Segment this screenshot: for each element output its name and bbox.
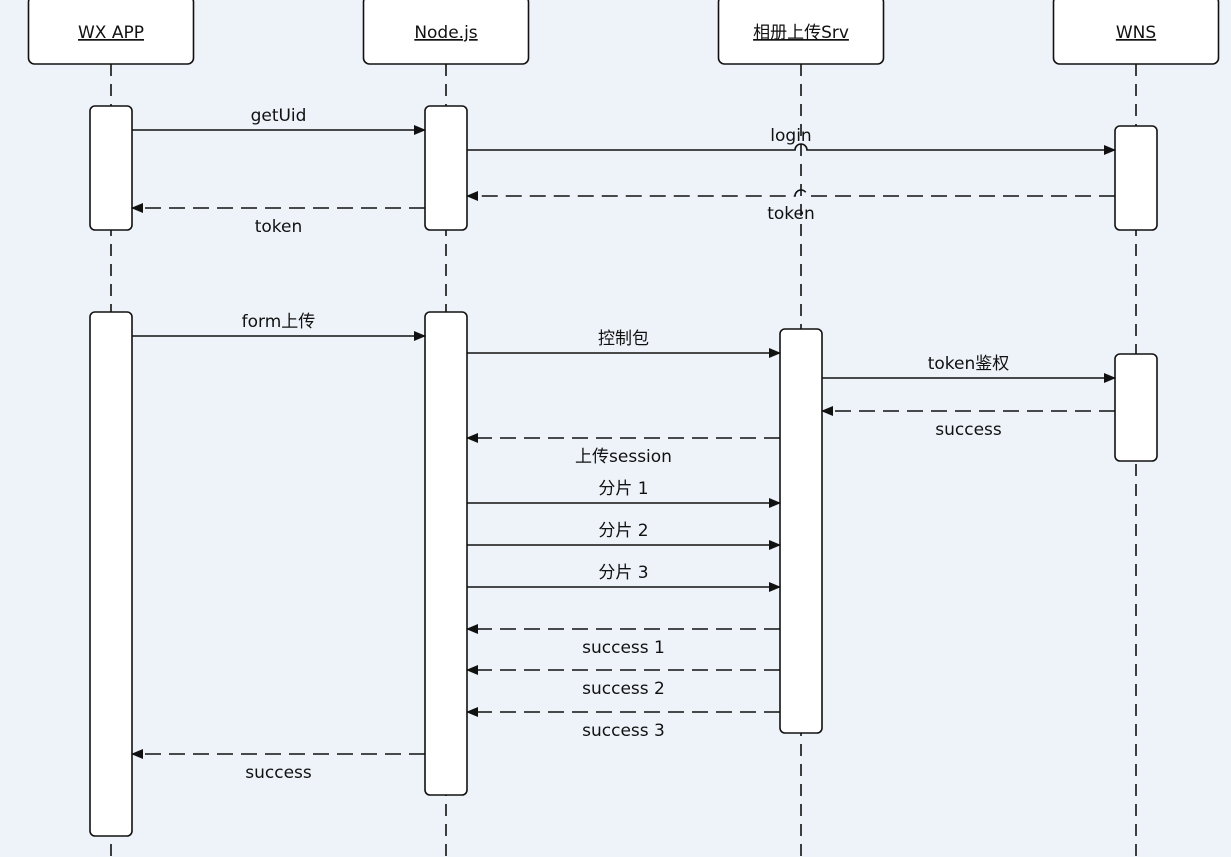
participant-label: Node.js	[414, 23, 477, 43]
participant-label: WX APP	[78, 23, 144, 43]
message-label: success 2	[582, 679, 665, 699]
message-label-extra: token	[767, 204, 815, 224]
message-5: 控制包	[467, 329, 781, 358]
message-2: login	[467, 126, 1116, 155]
message-12: success 1	[466, 624, 780, 658]
message-1: getUid	[132, 106, 426, 135]
participant-box	[1052, 0, 1220, 65]
participant-box	[362, 0, 530, 65]
message-label: 分片 2	[598, 521, 648, 541]
message-13: success 2	[466, 665, 780, 699]
activation-bar-wx	[89, 105, 133, 231]
message-label: login	[770, 126, 811, 146]
participant-box	[717, 0, 885, 65]
participant-wns: WNS	[1052, 0, 1220, 65]
message-label: success 3	[582, 721, 665, 741]
message-4: form上传	[132, 312, 426, 341]
message-10: 分片 2	[467, 521, 781, 550]
message-11: 分片 3	[467, 563, 781, 592]
activation-bar-node	[424, 105, 468, 231]
message-9: 分片 1	[467, 479, 781, 508]
message-label: success 1	[582, 638, 665, 658]
message-14: success 3	[466, 707, 780, 741]
activation-bar-wns	[1114, 353, 1158, 462]
message-6: token鉴权	[822, 354, 1116, 383]
message-label: getUid	[251, 106, 307, 126]
participant-srv: 相册上传Srv	[717, 0, 885, 65]
message-arrow-extra	[466, 189, 1115, 201]
activation-bar-wns	[1114, 125, 1158, 231]
participant-node: Node.js	[362, 0, 530, 65]
participant-label: 相册上传Srv	[753, 23, 849, 43]
message-label: success	[245, 763, 312, 783]
message-label: success	[935, 420, 1002, 440]
activation-bar-wx	[89, 311, 133, 837]
message-arrow	[467, 143, 1116, 155]
message-8: 上传session	[466, 433, 780, 467]
participant-wx: WX APP	[27, 0, 195, 65]
activation-bar-srv	[779, 328, 823, 734]
message-label: 分片 1	[598, 479, 648, 499]
message-15: success	[131, 749, 425, 783]
message-label: token鉴权	[928, 354, 1010, 374]
message-label: form上传	[242, 312, 316, 332]
message-label: 分片 3	[598, 563, 648, 583]
activation-bar-node	[424, 311, 468, 796]
message-label: 上传session	[575, 447, 672, 467]
message-7: success	[821, 406, 1115, 440]
participant-box	[27, 0, 195, 65]
message-3: token token	[131, 189, 1115, 237]
participant-label: WNS	[1116, 23, 1156, 43]
message-label: token	[255, 217, 303, 237]
message-label: 控制包	[598, 329, 649, 349]
